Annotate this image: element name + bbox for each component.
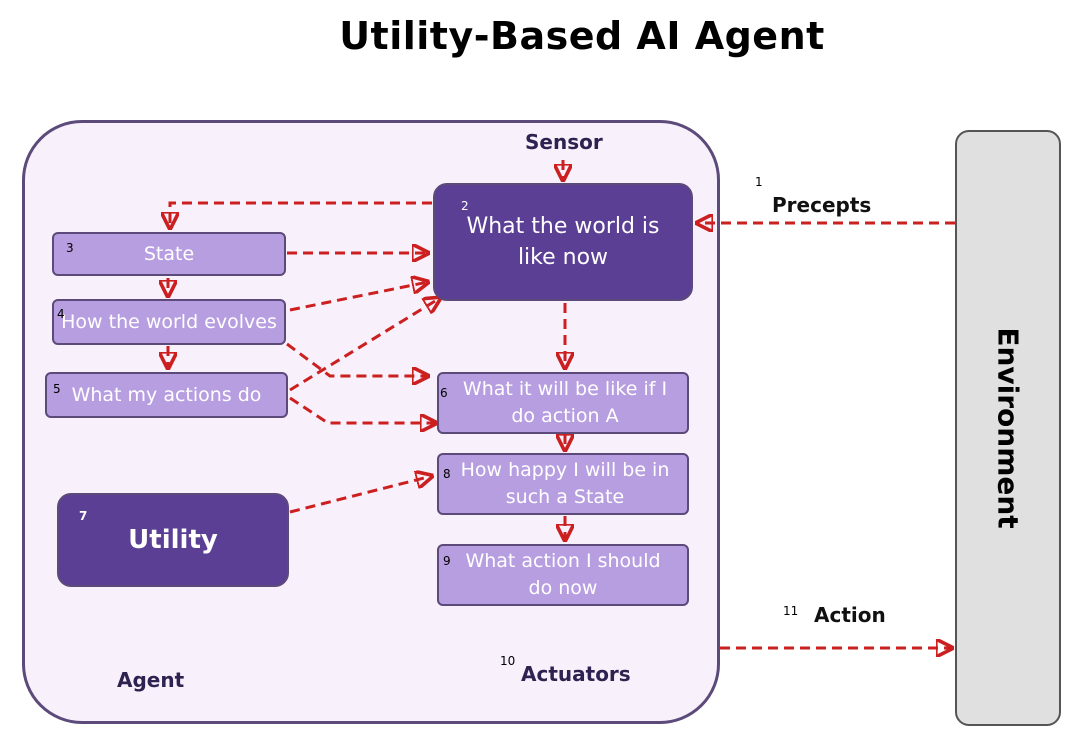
arrow-evolves-to-ifaction	[286, 342, 428, 376]
how-happy-text: How happy I will be in such a State	[460, 459, 670, 508]
if-action-a-number: 6	[440, 386, 448, 400]
world-now-number: 2	[461, 199, 469, 213]
precepts-number: 1	[755, 175, 763, 189]
world-now-text: What the world is like now	[466, 214, 660, 270]
actuators-label: Actuators	[521, 662, 631, 686]
arrow-world-to-state	[170, 201, 432, 228]
how-happy-number: 8	[443, 467, 451, 481]
world-now-box: 2 What the world is like now	[433, 183, 693, 301]
diagram-title: Utility-Based AI Agent	[339, 14, 825, 58]
state-text: State	[143, 242, 195, 265]
arrow-utility-to-happy	[289, 476, 432, 514]
sensor-label: Sensor	[525, 130, 603, 154]
arrow-actions-to-world	[289, 298, 440, 392]
utility-box: 7 Utility	[57, 493, 289, 587]
action-label: Action	[814, 603, 886, 627]
if-action-a-text: What it will be like if I do action A	[462, 378, 668, 427]
if-action-a-box: 6 What it will be like if I do action A	[437, 372, 689, 434]
utility-text: Utility	[128, 524, 218, 555]
my-actions-text: What my actions do	[71, 383, 262, 406]
world-evolves-text: How the world evolves	[61, 310, 277, 333]
action-number: 11	[783, 604, 799, 618]
arrow-evolves-to-world	[289, 282, 428, 312]
precepts-label: Precepts	[772, 193, 872, 217]
actuators-number: 10	[500, 654, 516, 668]
action-now-box: 9 What action I should do now	[437, 544, 689, 606]
state-number: 3	[66, 241, 74, 255]
environment-box: Environment	[955, 130, 1061, 726]
arrow-actions-to-ifaction	[289, 396, 436, 423]
utility-number: 7	[79, 509, 88, 523]
action-now-number: 9	[443, 554, 451, 568]
action-now-text: What action I should do now	[465, 550, 661, 599]
world-evolves-box: 4 How the world evolves	[52, 299, 286, 345]
how-happy-box: 8 How happy I will be in such a State	[437, 453, 689, 515]
world-evolves-number: 4	[57, 307, 65, 321]
state-box: 3 State	[52, 232, 286, 276]
agent-label: Agent	[117, 668, 185, 692]
my-actions-number: 5	[53, 382, 61, 396]
my-actions-box: 5 What my actions do	[45, 372, 288, 418]
